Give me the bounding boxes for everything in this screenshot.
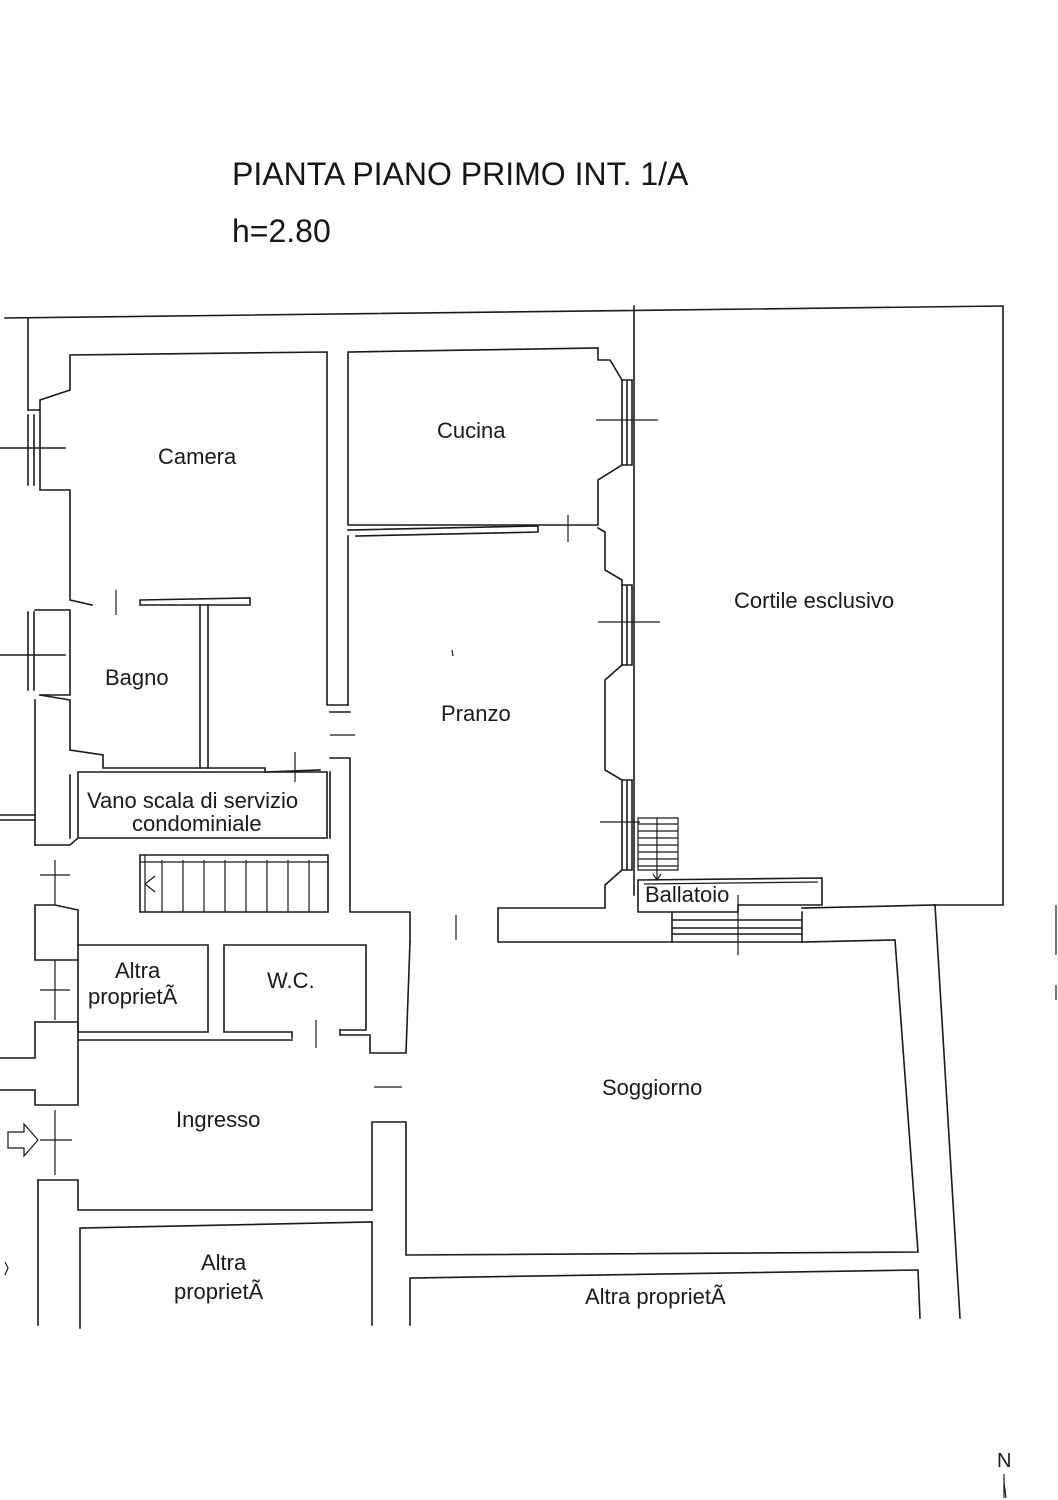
- label-vano-scala-line1: Vano scala di servizio: [87, 788, 298, 813]
- entrance-arrow-icon: [7, 1122, 39, 1158]
- stairs-ballatoio: [637, 817, 679, 882]
- walls: [0, 305, 1004, 1329]
- stairs-condominiale: [139, 854, 329, 913]
- label-altra-proprieta-2-line1: Altra: [201, 1250, 247, 1275]
- north-arrow-icon: N: [997, 1450, 1011, 1499]
- label-wc: W.C.: [267, 968, 315, 993]
- label-ballatoio: Ballatoio: [645, 882, 729, 907]
- label-altra-proprieta-3: Altra proprietÃ: [585, 1284, 726, 1309]
- label-pranzo: Pranzo: [441, 701, 511, 726]
- label-soggiorno: Soggiorno: [602, 1075, 702, 1100]
- ceiling-height: h=2.80: [232, 213, 331, 249]
- plan-title: PIANTA PIANO PRIMO INT. 1/A: [232, 156, 689, 192]
- pencil-marks: [4, 649, 1057, 1276]
- label-vano-scala-line2: condominiale: [132, 811, 262, 836]
- label-cortile-esclusivo: Cortile esclusivo: [734, 588, 894, 613]
- label-altra-proprieta-1-line1: Altra: [115, 958, 161, 983]
- label-ingresso: Ingresso: [176, 1107, 260, 1132]
- label-bagno: Bagno: [105, 665, 169, 690]
- north-label: N: [997, 1450, 1011, 1472]
- label-altra-proprieta-1-line2: proprietÃ: [88, 984, 178, 1009]
- label-altra-proprieta-2-line2: proprietÃ: [174, 1279, 264, 1304]
- label-camera: Camera: [158, 444, 237, 469]
- label-cucina: Cucina: [437, 418, 506, 443]
